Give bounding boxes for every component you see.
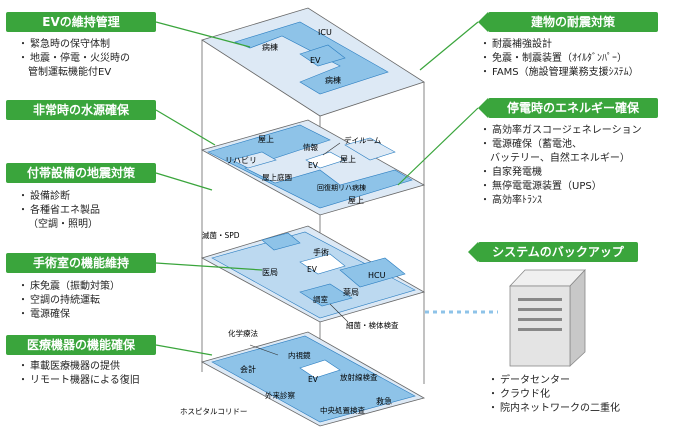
label-info: 情報 — [303, 142, 318, 152]
label-icu: ICU — [318, 28, 332, 37]
label-emergency: 救急 — [376, 396, 392, 406]
floor-third: 屋上 情報 デイルーム リハビリ EV 屋上 屋上庭園 回復期リハ病棟 屋上 — [200, 119, 426, 216]
list-operating-room: ・床免震（振動対策） ・空調の持続運転 ・電源確保 — [18, 280, 120, 322]
label-ev: EV — [308, 161, 319, 170]
label-recovery-ward: 回復期リハ病棟 — [317, 183, 366, 192]
list-item: ・耐震補強設計 — [480, 39, 552, 50]
list-system-backup: ・データセンター ・クラウド化 ・院内ネットワークの二重化 — [488, 374, 620, 416]
list-item: ・地震・停電・火災時の — [18, 53, 130, 64]
floor-top: ICU 病棟 EV 病棟 — [201, 7, 425, 117]
label-garden: 屋上庭園 — [262, 172, 292, 182]
floor-ground: 化学療法 内視鏡 会計 EV 放射線検査 外来診察 救急 ホスピタルコリドー 中… — [180, 328, 426, 427]
label-ev: EV — [308, 375, 319, 384]
list-item: 管制運転機能付EV — [28, 67, 112, 78]
label-rooftop: 屋上 — [340, 155, 356, 164]
label-dayroom: デイルーム — [344, 135, 381, 145]
list-item: ・自家発電機 — [480, 167, 542, 178]
floor-second: 滅菌・SPD 手術 医局 EV HCU 薬局 調室 細菌・検体検査 — [200, 225, 426, 330]
label-radiology: 放射線検査 — [340, 372, 378, 382]
list-item: （空調・照明） — [28, 219, 98, 230]
list-medical-equipment: ・車載医療機器の提供 ・リモート機器による復旧 — [18, 360, 140, 388]
label-pharmacy: 薬局 — [343, 287, 359, 297]
list-item: ・無停電電源装置（UPS） — [480, 181, 602, 192]
list-item: ・緊急時の保守体制 — [18, 39, 110, 50]
list-item: バッテリー、自然エネルギー） — [490, 153, 630, 164]
label-rooftop: 屋上 — [258, 135, 274, 144]
label-ev: EV — [307, 265, 318, 274]
list-seismic: ・耐震補強設計 ・免震・制震装置（ｵｲﾙﾀﾞﾝﾊﾟｰ） ・FAMS（施設管理業務… — [480, 38, 639, 80]
header-ev-maintenance: EVの維持管理 — [6, 12, 156, 32]
header-system-backup: システムのバックアップ — [468, 242, 638, 262]
list-item: ・床免震（振動対策） — [18, 281, 120, 292]
list-item: ・高効率ガスコージェネレーション — [480, 125, 642, 136]
label-central-treatment: 中央処置検査 — [320, 405, 365, 415]
label-ev: EV — [310, 56, 321, 65]
label-medical-office: 医局 — [262, 268, 278, 277]
building-outline — [201, 8, 425, 426]
header-operating-room: 手術室の機能維持 — [6, 253, 156, 273]
list-item: ・FAMS（施設管理業務支援ｼｽﾃﾑ） — [480, 67, 639, 78]
list-item: ・高効率ﾄﾗﾝｽ — [480, 195, 542, 206]
label-ward: 病棟 — [325, 75, 341, 85]
label-rehab: リハビリ — [225, 156, 257, 165]
server-icon — [509, 268, 586, 367]
list-item: ・院内ネットワークの二重化 — [488, 403, 620, 414]
label-corridor: ホスピタルコリドー — [180, 407, 247, 416]
list-item: ・空調の持続運転 — [18, 295, 100, 306]
label-endoscopy: 内視鏡 — [288, 350, 311, 360]
list-item: ・各種省エネ製品 — [18, 205, 100, 216]
connector-lines — [155, 21, 479, 356]
list-item: ・設備診断 — [18, 191, 70, 202]
label-accounting: 会計 — [240, 364, 256, 374]
header-energy: 停電時のエネルギー確保 — [478, 98, 658, 118]
list-item: ・車載医療機器の提供 — [18, 361, 120, 372]
list-item: ・クラウド化 — [488, 389, 550, 400]
label-lab: 細菌・検体検査 — [346, 320, 399, 330]
list-item: ・免震・制震装置（ｵｲﾙﾀﾞﾝﾊﾟｰ） — [480, 53, 627, 64]
label-surgery: 手術 — [313, 247, 329, 257]
label-rooftop: 屋上 — [348, 196, 364, 205]
header-auxiliary-equipment: 付帯設備の地震対策 — [6, 163, 156, 183]
label-outpatient: 外来診察 — [265, 390, 295, 400]
label-chemo: 化学療法 — [228, 328, 258, 338]
list-item: ・電源確保 — [18, 309, 70, 320]
header-water-source: 非常時の水源確保 — [6, 100, 156, 120]
list-item: ・データセンター — [488, 375, 570, 386]
list-item: ・電源確保（蓄電池、 — [480, 139, 582, 150]
list-item: ・リモート機器による復旧 — [18, 375, 140, 386]
header-seismic: 建物の耐震対策 — [478, 12, 658, 32]
label-sterilization: 滅菌・SPD — [202, 230, 240, 240]
list-auxiliary-equipment: ・設備診断 ・各種省エネ製品 （空調・照明） — [18, 190, 100, 232]
header-medical-equipment: 医療機器の機能確保 — [6, 335, 156, 355]
list-energy: ・高効率ガスコージェネレーション ・電源確保（蓄電池、 バッテリー、自然エネルギ… — [480, 124, 642, 208]
label-hcu: HCU — [368, 271, 386, 280]
label-prep-room: 調室 — [313, 294, 328, 304]
label-ward: 病棟 — [262, 42, 278, 52]
list-ev-maintenance: ・緊急時の保守体制 ・地震・停電・火災時の 管制運転機能付EV — [18, 38, 130, 80]
